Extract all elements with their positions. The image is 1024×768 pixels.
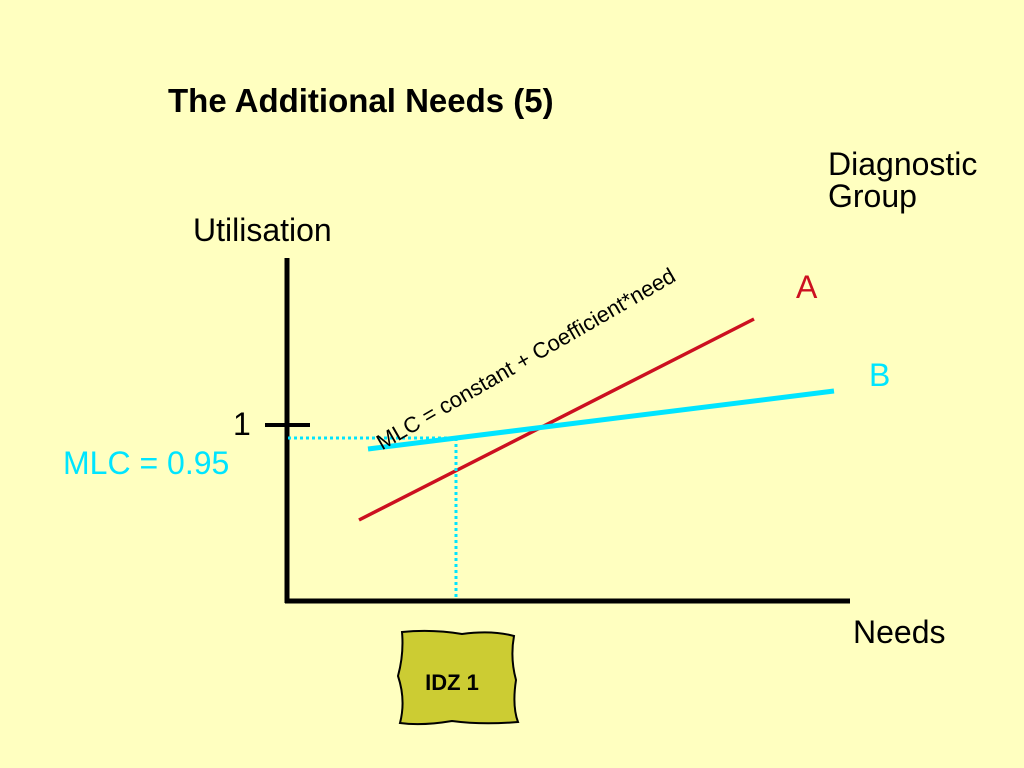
idz-badge-label: IDZ 1	[425, 670, 479, 695]
series-label-b: B	[869, 357, 891, 393]
x-axis-label: Needs	[853, 614, 946, 650]
series-line-a	[358, 317, 755, 522]
y-tick-label: 1	[233, 406, 251, 442]
slide-title: The Additional Needs (5)	[168, 82, 554, 119]
idz-badge-shape	[396, 629, 520, 726]
legend-title: Diagnostic Group	[828, 148, 1024, 212]
idz-badge: IDZ 1	[392, 628, 524, 728]
legend-title-line-1: Diagnostic	[828, 146, 978, 182]
legend-title-line-2: Group	[828, 178, 917, 214]
mlc-value-label: MLC = 0.95	[63, 445, 230, 481]
y-axis-label: Utilisation	[193, 212, 332, 248]
series-label-a: A	[796, 269, 818, 305]
